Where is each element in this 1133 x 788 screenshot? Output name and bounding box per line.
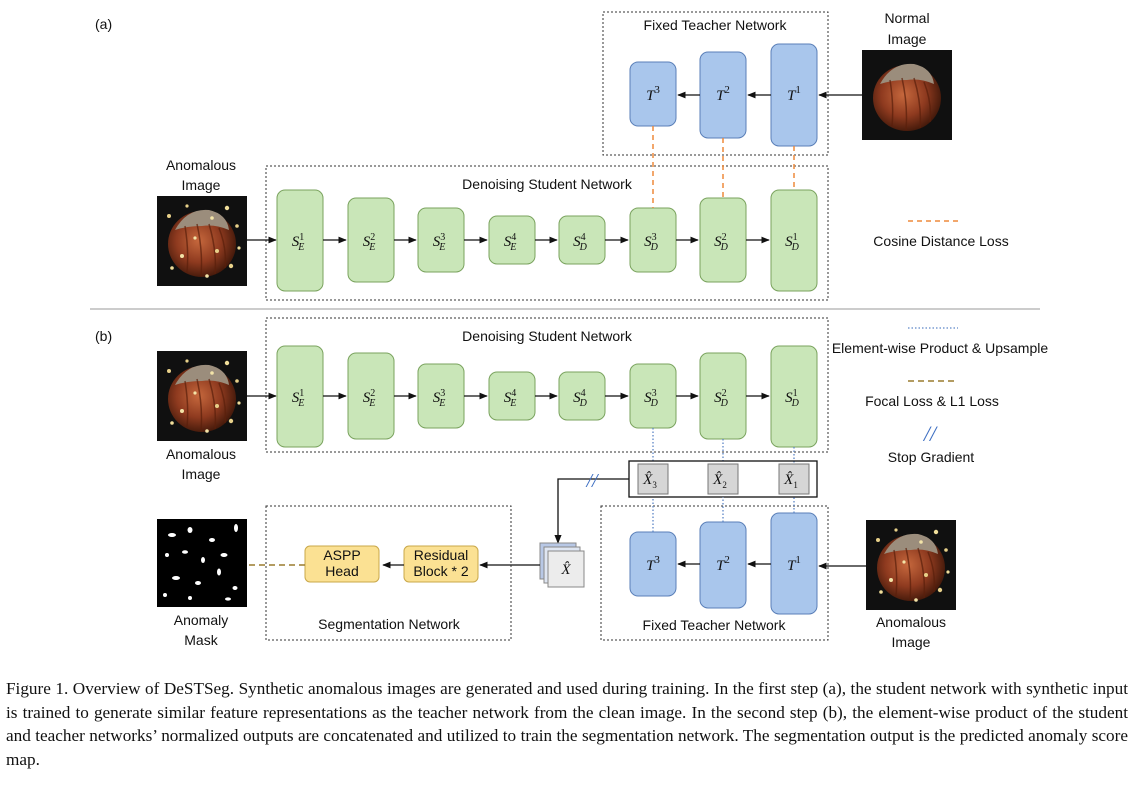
figure-caption: Figure 1. Overview of DeSTSeg. Synthetic… (6, 679, 1128, 769)
svg-text:Head: Head (325, 563, 358, 579)
anomalous-image-b-top (156, 350, 248, 442)
svg-text:S3E: S3E (433, 388, 446, 409)
anomalous-image-label-c-2: Image (892, 634, 931, 650)
svg-text:S2D: S2D (714, 232, 729, 253)
svg-text:S4D: S4D (573, 388, 588, 409)
normal-image (861, 49, 953, 141)
anomalous-image-label-c-1: Anomalous (876, 614, 946, 630)
stop-gradient-legend-label: Stop Gradient (888, 449, 974, 465)
normal-image-label-2: Image (888, 31, 927, 47)
student-title-b: Denoising Student Network (462, 328, 633, 344)
svg-text:X̂: X̂ (560, 562, 571, 578)
student-title-a: Denoising Student Network (462, 176, 633, 192)
anomalous-image-label-b-1: Anomalous (166, 446, 236, 462)
teacher-title-a: Fixed Teacher Network (644, 17, 788, 33)
stacked-x-feature: X̂ (539, 542, 585, 588)
svg-text:T2: T2 (716, 554, 730, 574)
svg-text:S1D: S1D (785, 388, 800, 409)
teacher-block-t2-b: T2 (699, 521, 747, 609)
svg-text:S4D: S4D (573, 232, 588, 253)
segmentation-network-frame (265, 505, 512, 641)
svg-text:Block * 2: Block * 2 (413, 563, 468, 579)
panel-a-label: (a) (95, 16, 112, 32)
svg-text:S1D: S1D (785, 232, 800, 253)
anomaly-mask-label-1: Anomaly (174, 612, 228, 628)
focal-legend-label: Focal Loss & L1 Loss (865, 393, 999, 409)
cosine-legend-label: Cosine Distance Loss (873, 233, 1008, 249)
x-block-1: X̂1 (778, 463, 810, 495)
normal-image-label-1: Normal (884, 10, 929, 26)
teacher-block-t2-a: T2 (699, 51, 747, 139)
svg-text:T1: T1 (787, 84, 801, 104)
student-network-frame-a (265, 165, 829, 301)
teacher-block-t3-a: T3 (629, 61, 677, 127)
svg-text:T3: T3 (646, 84, 660, 104)
svg-text:X̂1: X̂1 (783, 472, 798, 490)
teacher-network-frame-a (602, 11, 829, 156)
teacher-block-t1-b: T1 (770, 512, 818, 615)
product-legend-label: Element-wise Product & Upsample (832, 340, 1049, 356)
teacher-block-t1-a: T1 (770, 43, 818, 147)
aspp-head: ASPP Head (304, 545, 380, 583)
svg-text:ASPP: ASPP (323, 547, 360, 563)
svg-text:S4E: S4E (504, 388, 517, 409)
svg-text:T2: T2 (716, 84, 730, 104)
svg-text:S3E: S3E (433, 232, 446, 253)
destseg-diagram: (a) Fixed Teacher Network T3 T2 T1 Norma… (90, 10, 1049, 650)
anomalous-image-label-a-2: Image (182, 177, 221, 193)
stop-gradient-marker: // (585, 470, 600, 492)
svg-text:S1E: S1E (292, 388, 305, 409)
student-network-frame-b (265, 317, 829, 453)
x-block-3: X̂3 (637, 463, 669, 495)
svg-text:S1E: S1E (292, 232, 305, 253)
svg-text:S2D: S2D (714, 388, 729, 409)
svg-text:T3: T3 (646, 554, 660, 574)
svg-text:S2E: S2E (363, 388, 376, 409)
stop-gradient-legend-icon: // (922, 421, 938, 446)
svg-text:S4E: S4E (504, 232, 517, 253)
anomaly-mask-label-2: Mask (184, 632, 218, 648)
teacher-title-b: Fixed Teacher Network (643, 617, 787, 633)
svg-text:T1: T1 (787, 554, 801, 574)
anomalous-image-a (156, 195, 248, 287)
anomaly-mask (157, 519, 247, 607)
anomalous-image-label-a-1: Anomalous (166, 157, 236, 173)
residual-block: Residual Block * 2 (403, 545, 479, 583)
svg-text:X̂3: X̂3 (642, 472, 657, 490)
panel-b-label: (b) (95, 328, 112, 344)
svg-text:Residual: Residual (414, 547, 468, 563)
segmentation-title: Segmentation Network (318, 616, 461, 632)
teacher-network-frame-b (600, 505, 829, 641)
x-block-2: X̂2 (707, 463, 739, 495)
teacher-block-t3-b: T3 (629, 531, 677, 597)
anomalous-image-b-right (865, 519, 957, 611)
anomalous-image-label-b-2: Image (182, 466, 221, 482)
svg-text:X̂2: X̂2 (712, 472, 727, 490)
svg-text:S3D: S3D (644, 388, 659, 409)
svg-text:S2E: S2E (363, 232, 376, 253)
svg-text:S3D: S3D (644, 232, 659, 253)
